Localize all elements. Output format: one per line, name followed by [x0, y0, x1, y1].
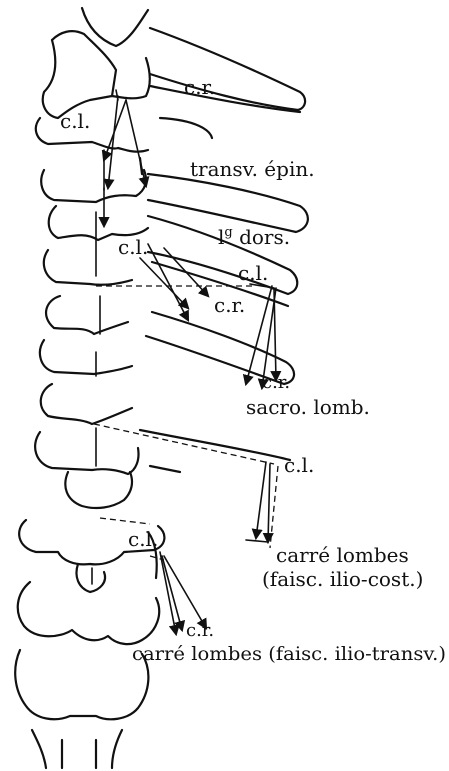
label-transv-epin: transv. épin.	[190, 157, 315, 181]
label-cr-sacro: c.r.	[262, 372, 290, 393]
label-cl-lower: c.l.	[284, 453, 314, 477]
label-cl-bottom: c.l.	[128, 527, 158, 551]
label-carre-lombes: carré lombes	[276, 543, 409, 567]
label-carre-lombes-transv: carré lombes (faisc. ilio-transv.)	[132, 643, 446, 665]
label-faisc-ilio-cost: (faisc. ilio-cost.)	[262, 567, 423, 591]
label-lg-dors: lg dors.	[218, 225, 290, 249]
label-cr-bottom: c.r.	[186, 620, 214, 641]
label-cl-mid-left: c.l.	[118, 235, 148, 259]
label-sacro-lomb: sacro. lomb.	[246, 395, 370, 419]
label-cr-mid: c.r.	[214, 293, 245, 317]
dashed-lines	[94, 286, 278, 560]
label-cl-mid-right: c.l.	[238, 261, 268, 285]
label-cr-top: c.r.	[184, 75, 215, 99]
label-cl-top: c.l.	[60, 109, 90, 133]
